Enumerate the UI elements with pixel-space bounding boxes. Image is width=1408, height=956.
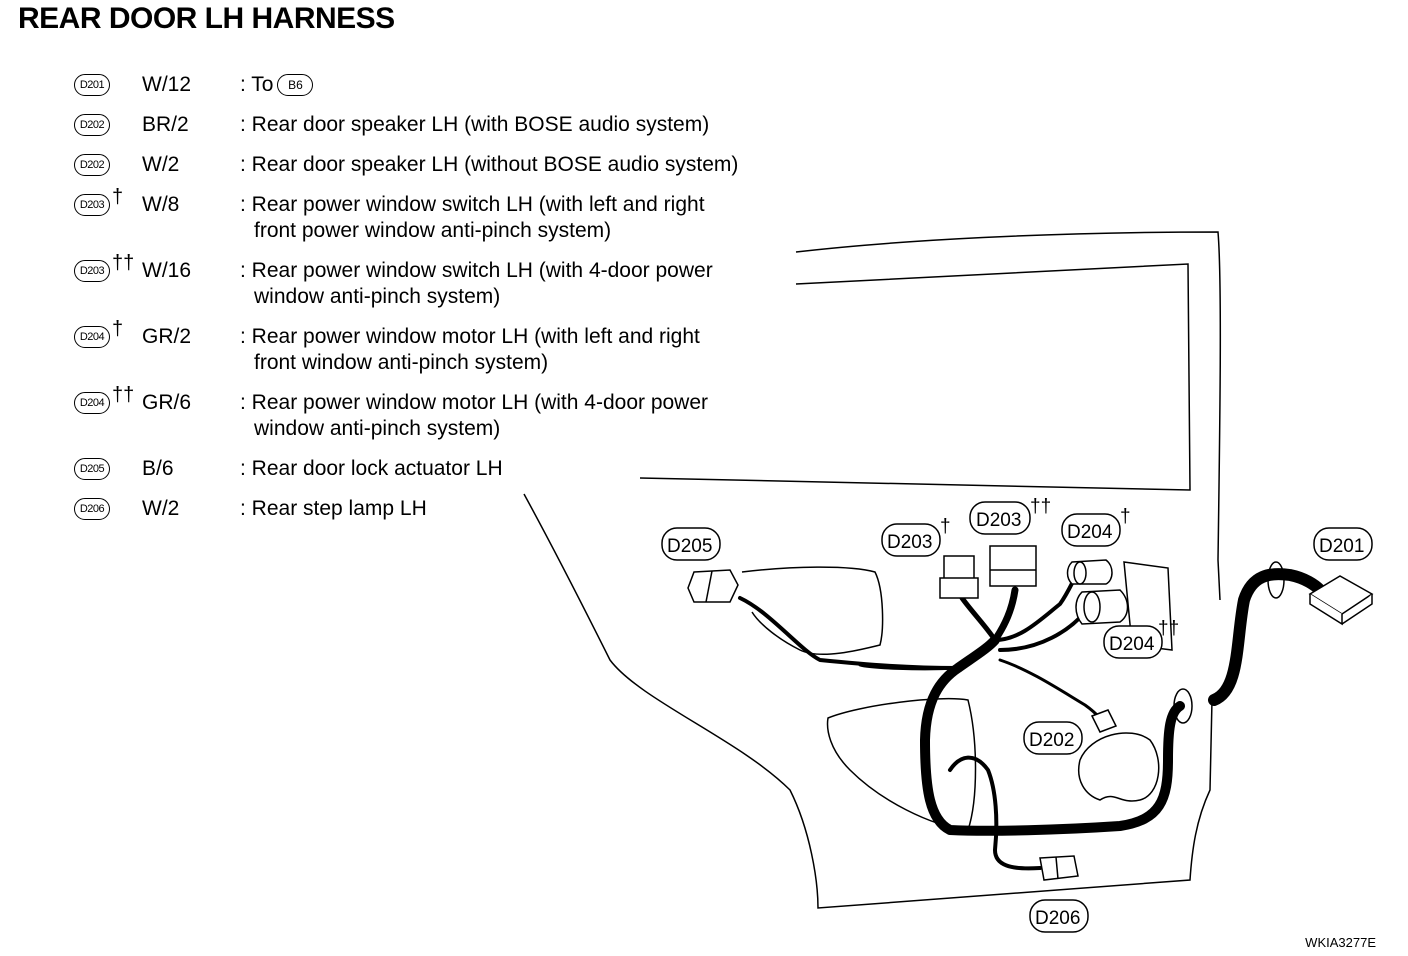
callout-d204b: D204 †† [1103,618,1179,659]
connector-description: : Rear step lamp LH [240,497,427,520]
callout-d205: D205 [661,527,721,561]
connector-description: : Rear power window motor LH (with left … [240,324,700,376]
description-continuation: front window anti-pinch system) [254,351,549,374]
page-title: REAR DOOR LH HARNESS [18,2,395,35]
callout-d205-text: D205 [667,536,712,557]
variant-mark: † [112,186,124,208]
callout-d204a-text: D204 [1067,522,1113,543]
connector-shapes [687,545,1374,881]
connector-d202-shape [1090,709,1118,733]
callout-d206: D206 [1029,899,1089,933]
connector-badge: D204 [74,392,110,414]
wire-spec: GR/2 [142,325,192,348]
description-continuation: front power window anti-pinch system) [254,219,612,242]
figure-code: WKIA3277E [1305,935,1376,950]
connector-badge: D206 [74,498,110,520]
connector-badge-inline: B6 [277,74,314,97]
description-text: : Rear power window switch LH (with 4-do… [240,259,713,282]
callout-d204b-text: D204 [1109,634,1155,655]
description-text: : Rear power window motor LH (with 4-doo… [240,391,709,414]
description-text: : Rear power window switch LH (with left… [240,193,705,216]
wire-spec: W/8 [142,193,180,216]
connector-badge: D201 [74,74,110,96]
connector-description: : Rear door speaker LH (without BOSE aud… [240,153,739,176]
callout-d203a: D203 † [881,516,951,557]
callout-d204b-mark: †† [1158,618,1179,639]
description-continuation: window anti-pinch system) [254,285,501,308]
connector-badge: D203 [74,260,110,282]
harness-wires [738,568,1326,871]
callout-d201-text: D201 [1319,536,1364,557]
connector-badge: D203 [74,194,110,216]
connector-badge: D205 [74,458,110,480]
wire-spec: W/2 [142,153,180,176]
callout-d202: D202 [1023,721,1083,755]
door-outline [523,231,1222,909]
connector-badge: D202 [74,114,110,136]
connector-d203b-shape [989,545,1037,587]
callout-d203b-text: D203 [976,510,1021,531]
variant-mark: †† [112,384,135,406]
wire-spec: W/2 [142,497,180,520]
description-continuation: window anti-pinch system) [254,417,501,440]
connector-badge: D204 [74,326,110,348]
wire-spec: W/12 [142,73,192,96]
connector-description: : Rear power window motor LH (with 4-doo… [240,390,708,442]
grommets [1173,561,1285,724]
wire-spec: B/6 [142,457,174,480]
connector-description: : Rear door speaker LH (with BOSE audio … [240,113,710,136]
variant-mark: † [112,318,124,340]
connector-badge: D202 [74,154,110,176]
description-text: : Rear power window motor LH (with left … [240,325,700,348]
callout-d203a-mark: † [940,516,951,537]
callout-d203a-text: D203 [887,532,932,553]
wire-spec: BR/2 [142,113,189,136]
callout-d204a: D204 † [1061,506,1131,547]
callout-d201: D201 [1313,527,1373,561]
variant-mark: †† [112,252,135,274]
wire-spec: W/16 [142,259,192,282]
callout-d202-text: D202 [1029,730,1074,751]
connector-description: : Rear power window switch LH (with left… [240,192,705,244]
connector-description: : Rear door lock actuator LH [240,457,503,480]
callout-d203b-mark: †† [1030,496,1051,517]
connector-d201-side [1309,594,1343,626]
callout-d203b: D203 †† [969,496,1051,535]
connector-d206-shape [1039,855,1079,881]
connector-description: : Rear power window switch LH (with 4-do… [240,258,713,310]
wire-spec: GR/6 [142,391,192,414]
description-text: : To [240,73,274,96]
callout-d206-text: D206 [1035,908,1080,929]
callout-d204a-mark: † [1120,506,1131,527]
connector-d205-shape [687,569,739,603]
